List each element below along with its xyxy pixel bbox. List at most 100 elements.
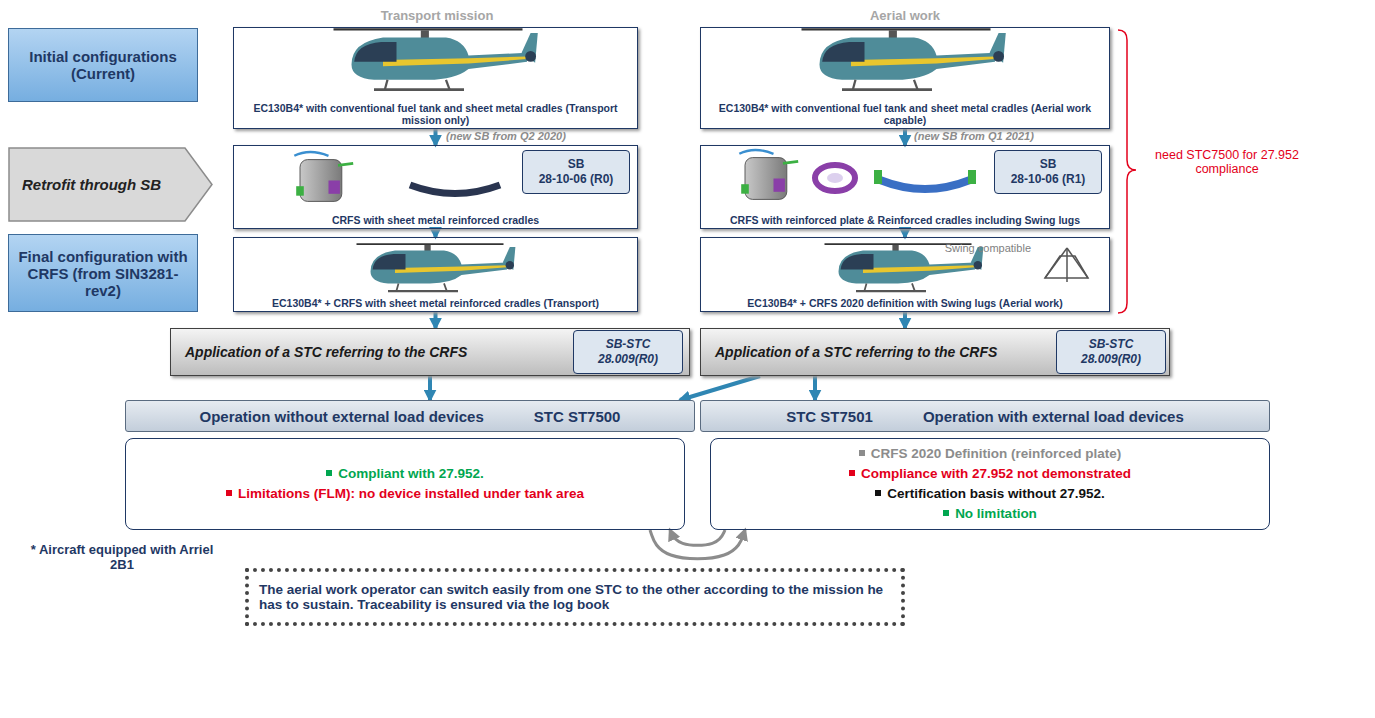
text-row: 28-10-06 (R1): [1011, 172, 1086, 187]
node-text: CRFS 2020 Definition (reinforced plate): [871, 446, 1122, 461]
flow-arrow: [434, 129, 438, 145]
configuration-box: CRFS with reinforced plate & Reinforced …: [700, 145, 1110, 229]
label-text: need STC7500 for 27.952 compliance: [1142, 148, 1312, 176]
node-text: SB-STC: [606, 337, 651, 351]
node-text: 28-10-06 (R1): [1011, 172, 1086, 186]
sb-scroll: SB28-10-06 (R0): [522, 150, 630, 194]
application-box: Application of a STC referring to the CR…: [700, 328, 1170, 376]
node-text: The aerial work operator can switch easi…: [259, 582, 883, 612]
text-row: 28.009(R0): [598, 352, 658, 367]
sb-scroll: SB-STC28.009(R0): [1056, 330, 1166, 374]
node-text: 28.009(R0): [1081, 352, 1141, 366]
label-text: Aerial work: [805, 8, 1005, 23]
text-row: EC130B4* + CRFS with sheet metal reinfor…: [272, 297, 599, 309]
flow-arrow: [903, 129, 907, 145]
text-row: SB: [1040, 157, 1057, 172]
flow-arrow: [680, 376, 760, 400]
flow-arrow: [650, 530, 745, 559]
node-text: Initial configurations (Current): [29, 48, 177, 82]
node-text: Swing compatible: [945, 242, 1031, 254]
text-row: Initial configurations (Current): [17, 48, 189, 82]
text-row: SB-STC: [1089, 337, 1134, 352]
stage-box: Initial configurations (Current): [8, 28, 198, 102]
node-text: SB: [1040, 157, 1057, 171]
configuration-box: Swing compatibleEC130B4* + CRFS 2020 def…: [700, 237, 1110, 312]
text-row: The aerial work operator can switch easi…: [259, 582, 891, 612]
node-text: EC130B4* with conventional fuel tank and…: [253, 102, 617, 126]
bracket: [1118, 30, 1136, 313]
bullet-square: [875, 490, 881, 496]
text-row: Final configuration with CRFS (from SIN3…: [17, 248, 189, 299]
label-text: (new SB from Q1 2021): [914, 130, 1114, 142]
text-row: Swing compatible: [945, 242, 1031, 254]
stc-band: STC ST7501 Operation with external load d…: [700, 400, 1270, 432]
node-text: SB: [568, 157, 585, 171]
application-box: Application of a STC referring to the CR…: [170, 328, 690, 376]
flow-arrow: [813, 376, 817, 400]
node-text: Application of a STC referring to the CR…: [715, 344, 997, 360]
text-row: STC ST7501: [786, 408, 873, 425]
note-box: The aerial work operator can switch easi…: [245, 568, 905, 626]
text-row: 28-10-06 (R0): [539, 172, 614, 187]
text-row: EC130B4* + CRFS 2020 definition with Swi…: [747, 297, 1062, 309]
node-text: Retrofit through SB: [22, 176, 161, 193]
label-text: * Aircraft equipped with Arriel 2B1: [22, 542, 222, 572]
sb-scroll: SB-STC28.009(R0): [573, 330, 683, 374]
node-text: Compliant with 27.952.: [338, 466, 484, 481]
label-text: Transport mission: [337, 8, 537, 23]
node-text: 28.009(R0): [598, 352, 658, 366]
text-row: CRFS 2020 Definition (reinforced plate): [859, 444, 1122, 464]
text-row: CRFS with sheet metal reinforced cradles: [332, 214, 539, 226]
stc-band: Operation without external load devices S…: [125, 400, 695, 432]
text-row: Compliance with 27.952 not demonstrated: [849, 464, 1131, 484]
flow-arrow: [434, 312, 438, 328]
node-text: Certification basis without 27.952.: [887, 486, 1105, 501]
node-text: Limitations (FLM): no device installed u…: [238, 486, 584, 501]
bullet-square: [859, 450, 865, 456]
text-row: SB: [568, 157, 585, 172]
result-box: CRFS 2020 Definition (reinforced plate) C…: [710, 438, 1270, 530]
text-row: 28.009(R0): [1081, 352, 1141, 367]
text-row: EC130B4* with conventional fuel tank and…: [240, 102, 631, 126]
flow-arrow: [428, 376, 432, 400]
result-box: Compliant with 27.952. Limitations (FLM):…: [125, 438, 685, 530]
node-text: Compliance with 27.952 not demonstrated: [861, 466, 1131, 481]
sb-scroll: SB28-10-06 (R1): [994, 150, 1102, 194]
node-text: Final configuration with CRFS (from SIN3…: [18, 248, 187, 299]
text-row: Operation without external load devices: [200, 408, 484, 425]
flow-arrow: [670, 530, 725, 545]
node-text: CRFS with reinforced plate & Reinforced …: [730, 214, 1080, 226]
text-row: STC ST7500: [534, 408, 621, 425]
text-row: CRFS with reinforced plate & Reinforced …: [730, 214, 1080, 226]
node-text: EC130B4* + CRFS with sheet metal reinfor…: [272, 297, 599, 309]
text-row: EC130B4* with conventional fuel tank and…: [707, 102, 1103, 126]
text-row: Limitations (FLM): no device installed u…: [226, 484, 584, 504]
bullet-square: [226, 490, 232, 496]
flow-arrow: [903, 229, 907, 237]
node-text: EC130B4* + CRFS 2020 definition with Swi…: [747, 297, 1062, 309]
configuration-box: EC130B4* with conventional fuel tank and…: [233, 27, 638, 129]
node-text: Operation with external load devices: [923, 408, 1184, 425]
node-text: No limitation: [955, 506, 1037, 521]
flow-arrow: [434, 229, 438, 237]
configuration-box: CRFS with sheet metal reinforced cradles…: [233, 145, 638, 229]
text-row: No limitation: [943, 504, 1037, 524]
node-text: STC ST7500: [534, 408, 621, 425]
text-row: Compliant with 27.952.: [326, 464, 484, 484]
text-row: Operation with external load devices: [923, 408, 1184, 425]
label-text: (new SB from Q2 2020): [446, 130, 646, 142]
bullet-square: [849, 470, 855, 476]
bullet-square: [326, 470, 332, 476]
node-text: 28-10-06 (R0): [539, 172, 614, 186]
configuration-box: EC130B4* with conventional fuel tank and…: [700, 27, 1110, 129]
node-text: CRFS with sheet metal reinforced cradles: [332, 214, 539, 226]
configuration-box: EC130B4* + CRFS with sheet metal reinfor…: [233, 237, 638, 312]
stage-box: Final configuration with CRFS (from SIN3…: [8, 234, 198, 312]
stage-arrow: Retrofit through SB: [8, 147, 213, 222]
text-row: SB-STC: [606, 337, 651, 352]
node-text: SB-STC: [1089, 337, 1134, 351]
node-text: Operation without external load devices: [200, 408, 484, 425]
node-text: Application of a STC referring to the CR…: [185, 344, 467, 360]
flow-arrow: [903, 312, 907, 328]
text-row: Certification basis without 27.952.: [875, 484, 1105, 504]
